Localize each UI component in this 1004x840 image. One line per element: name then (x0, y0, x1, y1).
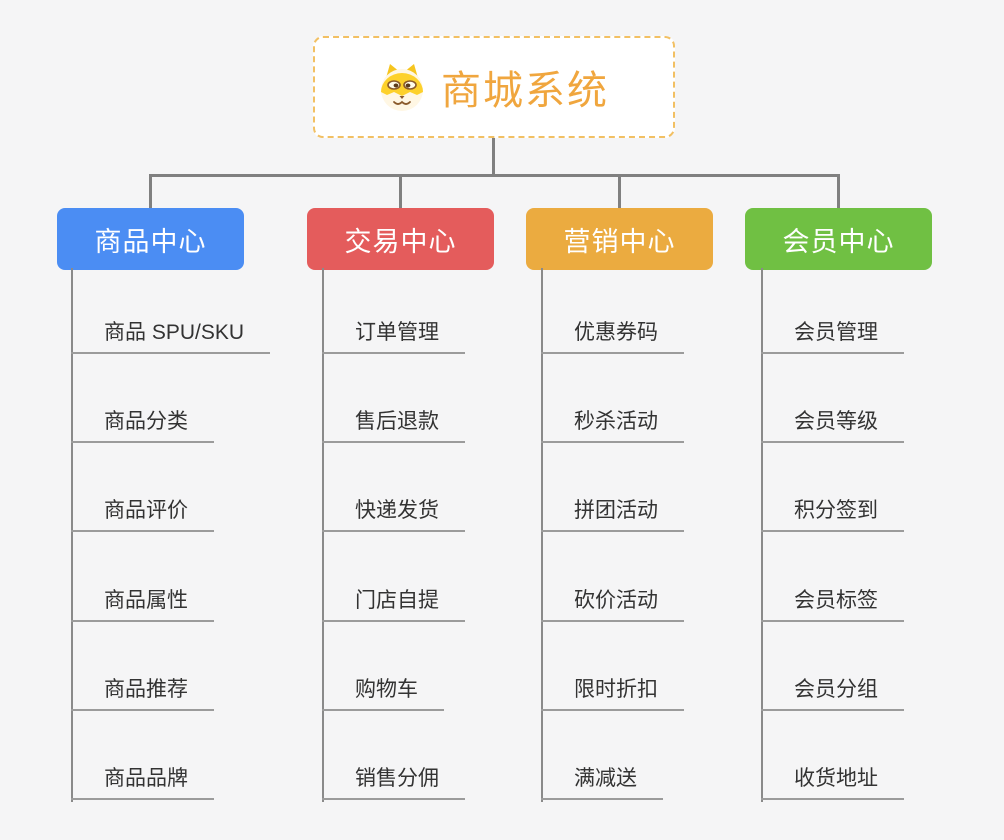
leaf-node[interactable]: 快递发货 (322, 496, 465, 532)
branch-node-marketing-center[interactable]: 营销中心 (526, 208, 713, 270)
root-node[interactable]: 商城系统 (313, 36, 675, 138)
leaf-node[interactable]: 购物车 (322, 675, 444, 711)
child-trunk-line (322, 268, 324, 802)
leaf-node[interactable]: 会员分组 (761, 675, 904, 711)
branch-node-product-center[interactable]: 商品中心 (57, 208, 244, 270)
root-title: 商城系统 (441, 69, 609, 113)
leaf-node[interactable]: 商品属性 (71, 586, 214, 622)
branch-node-trade-center[interactable]: 交易中心 (307, 208, 494, 270)
leaf-node[interactable]: 会员等级 (761, 407, 904, 443)
leaf-node[interactable]: 商品分类 (71, 407, 214, 443)
leaf-node[interactable]: 商品推荐 (71, 675, 214, 711)
root-trunk-line (492, 138, 495, 176)
leaf-node[interactable]: 收货地址 (761, 764, 904, 800)
dog-face-icon (379, 62, 425, 112)
branch-horizontal-line (149, 174, 840, 177)
branch-drop-line (837, 174, 840, 208)
leaf-node[interactable]: 积分签到 (761, 496, 904, 532)
leaf-node[interactable]: 会员标签 (761, 586, 904, 622)
leaf-node[interactable]: 商品评价 (71, 496, 214, 532)
leaf-node[interactable]: 拼团活动 (541, 496, 684, 532)
leaf-node[interactable]: 秒杀活动 (541, 407, 684, 443)
leaf-node[interactable]: 商品 SPU/SKU (71, 318, 271, 354)
branch-drop-line (618, 174, 621, 208)
child-trunk-line (761, 268, 763, 802)
leaf-node[interactable]: 销售分佣 (322, 764, 465, 800)
child-trunk-line (71, 268, 73, 802)
leaf-node[interactable]: 售后退款 (322, 407, 465, 443)
leaf-node[interactable]: 订单管理 (322, 318, 465, 354)
leaf-node[interactable]: 门店自提 (322, 586, 465, 622)
child-trunk-line (541, 268, 543, 802)
leaf-node[interactable]: 砍价活动 (541, 586, 684, 622)
leaf-node[interactable]: 优惠券码 (541, 318, 684, 354)
leaf-node[interactable]: 满减送 (541, 764, 663, 800)
branch-drop-line (149, 174, 152, 208)
branch-node-member-center[interactable]: 会员中心 (745, 208, 932, 270)
leaf-node[interactable]: 限时折扣 (541, 675, 684, 711)
leaf-node[interactable]: 会员管理 (761, 318, 904, 354)
leaf-node[interactable]: 商品品牌 (71, 764, 214, 800)
branch-drop-line (399, 174, 402, 208)
